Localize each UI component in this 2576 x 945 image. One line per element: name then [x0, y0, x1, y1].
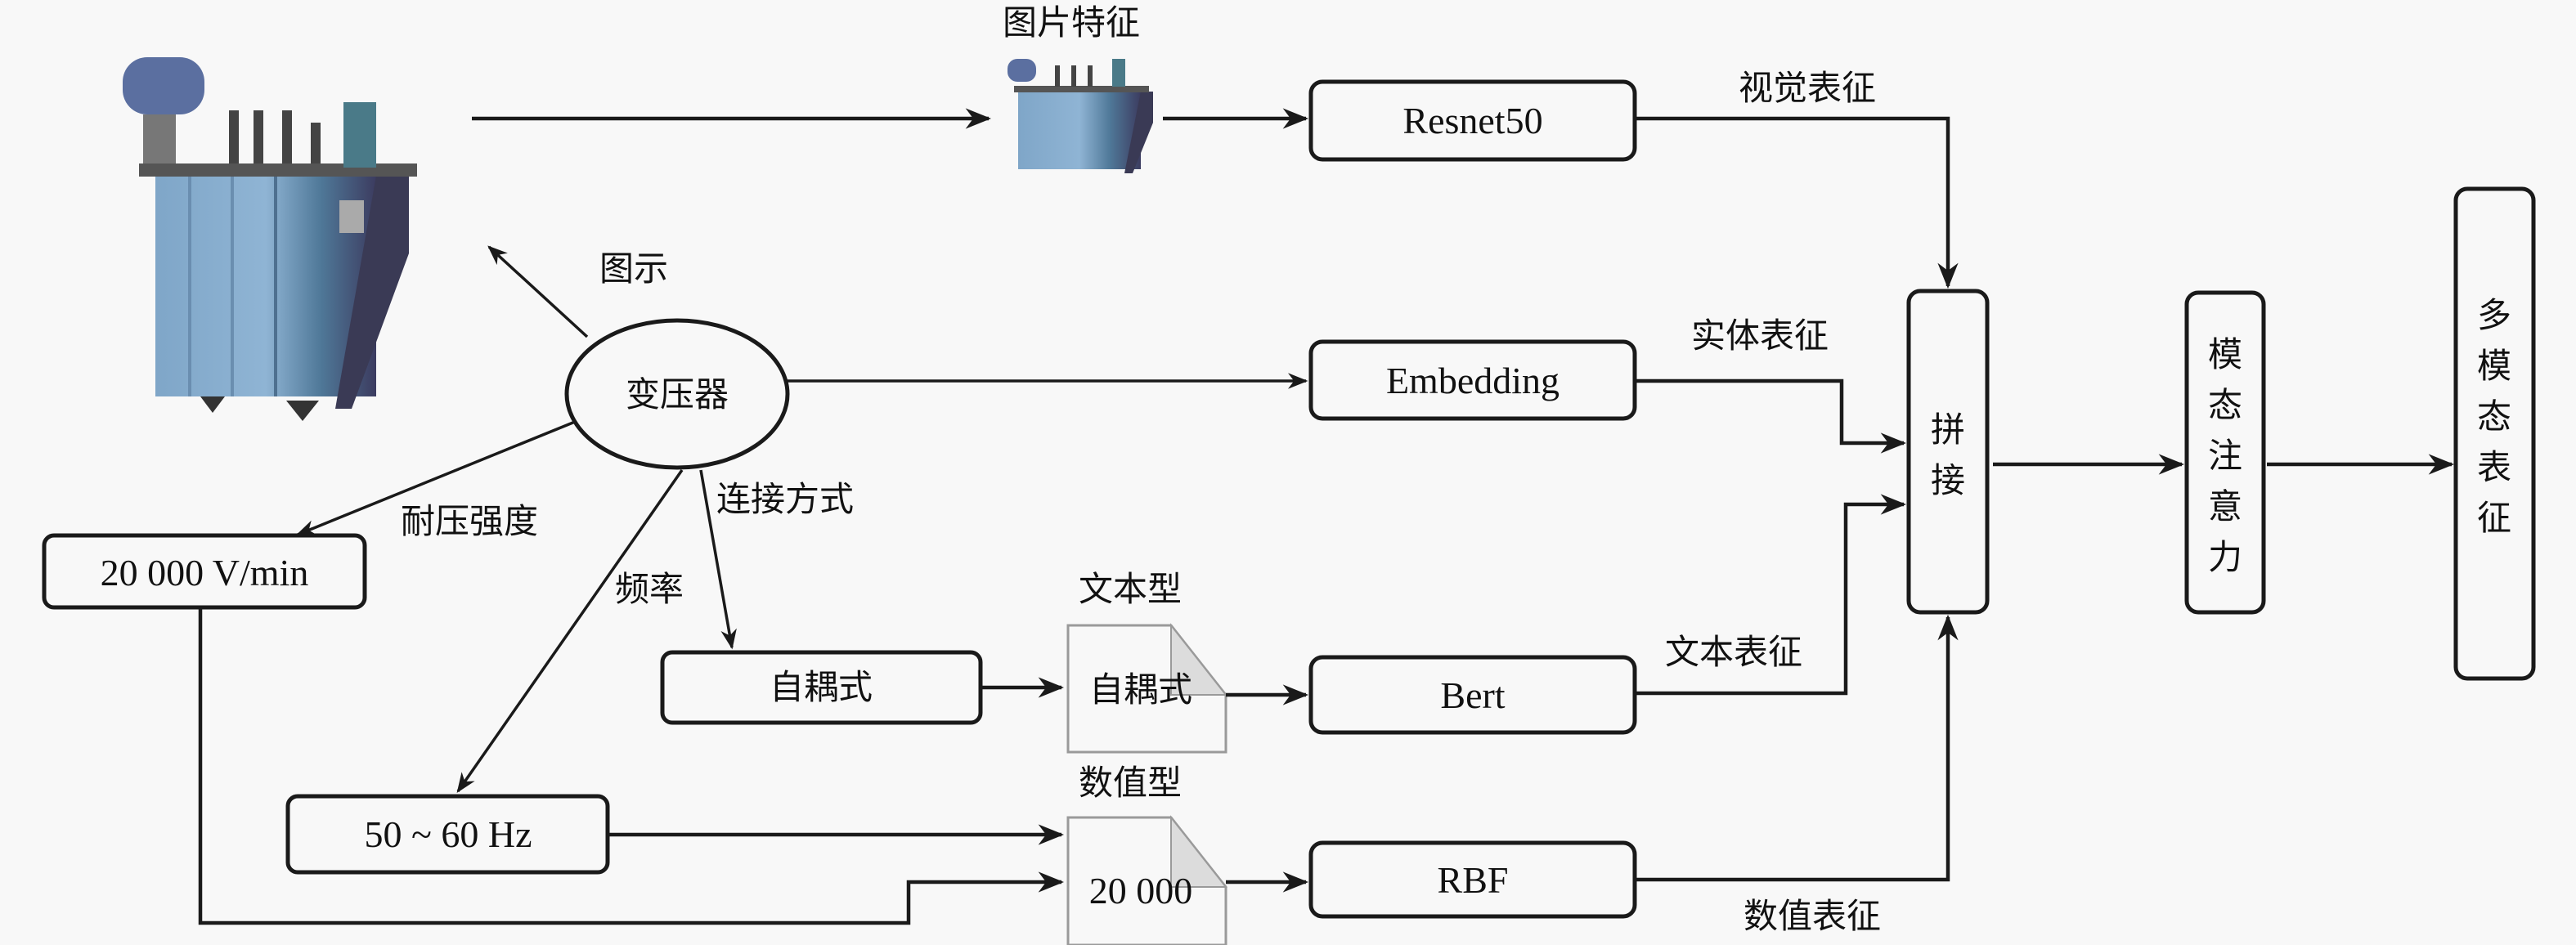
embedding-label: Embedding [1386, 360, 1560, 401]
resnet50-box [1308, 79, 1637, 162]
numeric-document-icon [1066, 815, 1228, 945]
numeric-representation-label: 数值表征 [1744, 896, 1881, 936]
entity-label: 变压器 [626, 374, 729, 414]
concat-box [1906, 289, 1990, 615]
text-doc-value: 自耦式 [1089, 670, 1192, 710]
numeric-doc-value: 20 000 [1089, 870, 1193, 911]
entity-representation-label: 实体表征 [1691, 316, 1829, 356]
arrow-text-rep-to-concat [1635, 494, 1907, 696]
arrow-voltage-to-numeric-doc [198, 607, 1065, 925]
arrow-visual-to-concat [1635, 116, 1959, 289]
edge-connection [699, 469, 737, 650]
multimodal-output-box [2453, 186, 2536, 681]
transformer-image-small [1008, 59, 1153, 173]
text-type-label: 文本型 [1079, 569, 1182, 609]
edge-frequency [456, 468, 684, 794]
text-document-icon [1066, 623, 1228, 754]
edge-voltage [295, 420, 576, 536]
multimodal-output-label: 多模态表征 [2477, 295, 2511, 538]
entity-node [564, 318, 790, 470]
arrow-entity-rep-to-concat [1635, 378, 1907, 454]
voltage-value: 20 000 V/min [101, 552, 309, 593]
visual-representation-label: 视觉表征 [1739, 68, 1876, 108]
image-feature-label: 图片特征 [1003, 2, 1140, 43]
edge-voltage-label: 耐压强度 [401, 501, 538, 541]
rbf-label: RBF [1438, 859, 1509, 901]
edge-frequency-label: 频率 [615, 569, 684, 609]
attention-box [2184, 290, 2266, 615]
voltage-box [42, 533, 367, 610]
concat-label: 拼接 [1931, 410, 1965, 500]
resnet50-label: Resnet50 [1402, 100, 1542, 141]
attention-label: 模态注意力 [2208, 334, 2242, 577]
arrow-numeric-rep-to-concat [1635, 614, 1959, 882]
connection-value: 自耦式 [770, 667, 873, 707]
edge-connection-label: 连接方式 [716, 479, 854, 519]
text-representation-label: 文本表征 [1665, 632, 1802, 672]
edge-image [487, 245, 589, 338]
edge-image-label: 图示 [599, 249, 668, 289]
numeric-type-label: 数值型 [1079, 763, 1182, 803]
bert-label: Bert [1440, 674, 1505, 716]
frequency-value: 50 ~ 60 Hz [364, 813, 532, 855]
transformer-image-large [123, 57, 417, 421]
